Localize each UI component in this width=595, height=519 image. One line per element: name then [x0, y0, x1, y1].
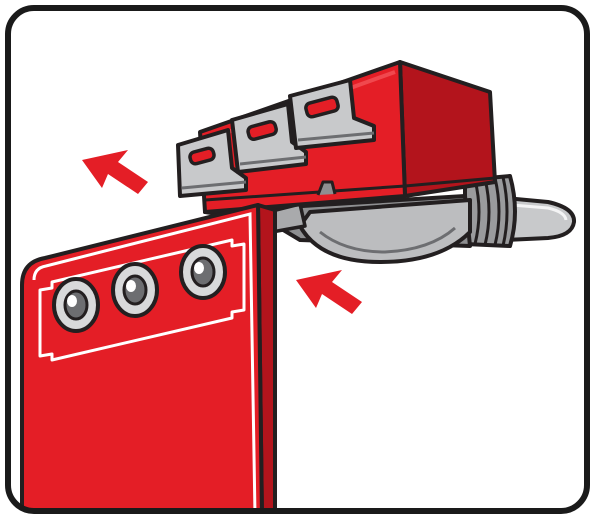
- panel-hole-2: [113, 264, 157, 316]
- panel-hole-3: [181, 246, 225, 298]
- panel-hole-1: [54, 279, 98, 331]
